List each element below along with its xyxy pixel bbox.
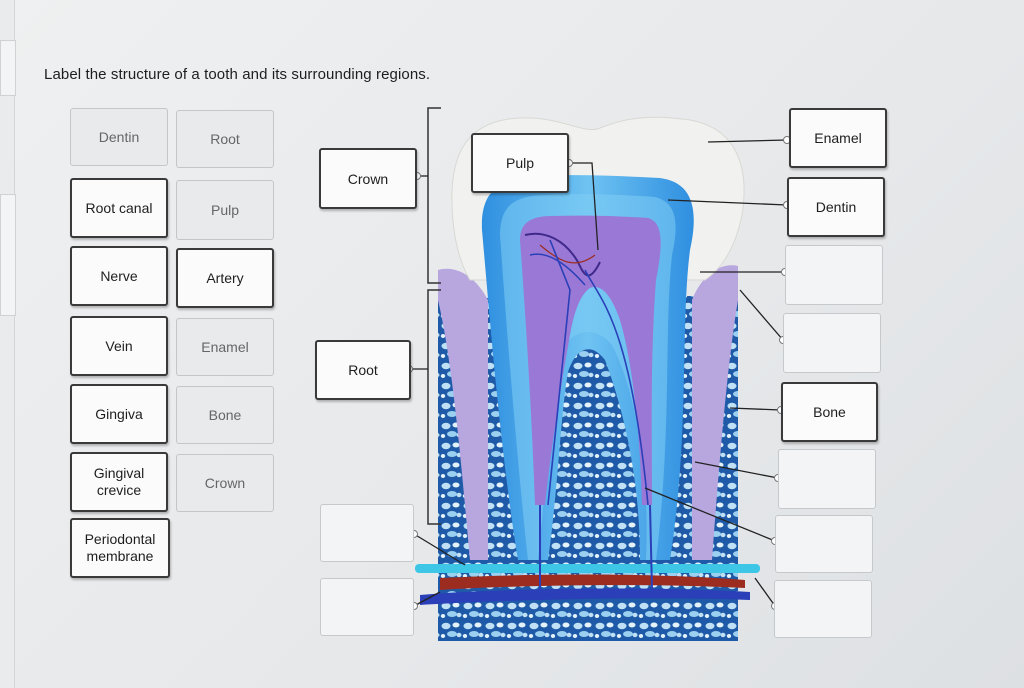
side-tab [0, 194, 16, 316]
gingiva-left [438, 268, 488, 560]
vein-shape [420, 588, 750, 605]
window-edge [0, 0, 15, 688]
word-bank-chip[interactable]: Nerve [70, 246, 168, 306]
question-instruction: Label the structure of a tooth and its s… [44, 66, 431, 83]
word-bank-chip[interactable]: Enamel [176, 318, 274, 376]
drop-target-empty[interactable] [778, 449, 876, 509]
drop-target-crown[interactable]: Crown [319, 148, 417, 209]
word-bank-chip[interactable]: Gingival crevice [70, 452, 168, 512]
word-bank-chip[interactable]: Periodontal membrane [70, 518, 170, 578]
root-bracket [427, 289, 441, 525]
drop-target-empty[interactable] [783, 313, 881, 373]
drop-target-root[interactable]: Root [315, 340, 411, 400]
drop-target-empty[interactable] [320, 504, 414, 562]
artery-shape [440, 574, 745, 590]
word-bank-chip[interactable]: Crown [176, 454, 274, 512]
gingiva-right [692, 265, 738, 560]
crown-bracket [427, 107, 441, 284]
leader-lines [409, 139, 788, 607]
word-bank-chip[interactable]: Root [176, 110, 274, 168]
word-bank-chip[interactable]: Dentin [70, 108, 168, 166]
nerve-shape [415, 564, 760, 573]
word-bank-chip[interactable]: Vein [70, 316, 168, 376]
drop-target-empty[interactable] [785, 245, 883, 305]
word-bank-chip[interactable]: Pulp [176, 180, 274, 240]
drop-target-dentin[interactable]: Dentin [787, 177, 885, 237]
side-tab [0, 40, 16, 96]
drop-target-empty[interactable] [774, 580, 872, 638]
word-bank-chip[interactable]: Gingiva [70, 384, 168, 444]
word-bank-chip[interactable]: Bone [176, 386, 274, 444]
drop-target-pulp[interactable]: Pulp [471, 133, 569, 193]
word-bank-chip[interactable]: Root canal [70, 178, 168, 238]
word-bank-chip[interactable]: Artery [176, 248, 274, 308]
drop-target-empty[interactable] [775, 515, 873, 573]
pulp-region [520, 215, 661, 505]
drop-target-bone[interactable]: Bone [781, 382, 878, 442]
drop-target-enamel[interactable]: Enamel [789, 108, 887, 168]
drop-target-empty[interactable] [320, 578, 414, 636]
